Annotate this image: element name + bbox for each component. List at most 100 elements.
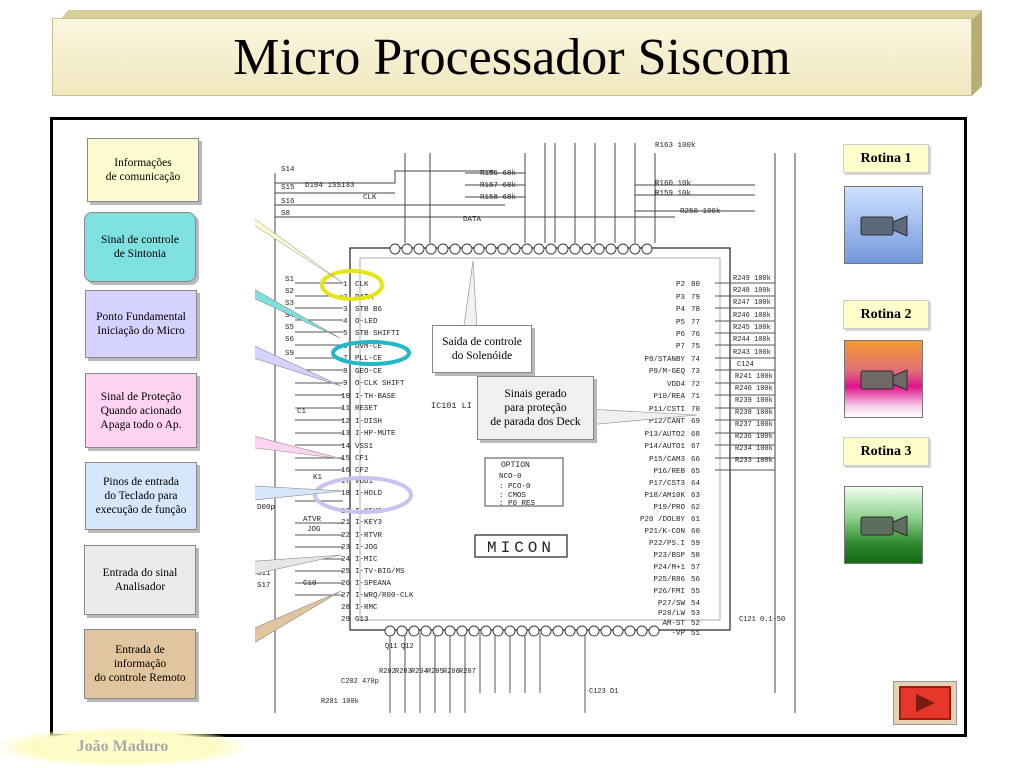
ic-label: IC101 LI bbox=[431, 401, 472, 411]
schematic-left-pin-6: 6 bbox=[343, 343, 348, 351]
schematic-bottom-label: R205 bbox=[427, 668, 444, 676]
schematic-left-pin-5: 5 bbox=[343, 330, 348, 338]
schematic-left-pin-26: 26 bbox=[341, 580, 351, 588]
option-line: NCO-0 bbox=[499, 473, 522, 481]
schematic-left-pin-10: 10 bbox=[341, 393, 351, 401]
schematic-right-pin-16: 65 bbox=[691, 468, 701, 476]
title-banner-side-edge bbox=[972, 10, 982, 96]
schematic-left-pin-25: 25 bbox=[341, 568, 351, 576]
schematic-resistor-label: R248 100k bbox=[733, 287, 771, 295]
schematic-side-label: D00p bbox=[257, 504, 275, 512]
schematic-bottom-label: R204 bbox=[411, 668, 428, 676]
schematic-right-pin-name-18: P18/AM10K bbox=[644, 492, 685, 500]
rotina-1-label: Rotina 1 bbox=[843, 144, 929, 173]
option-line: : P0 RES bbox=[499, 500, 536, 508]
schematic-left-pin-name-27: I-WRQ/R00-CLK bbox=[355, 592, 414, 600]
schematic-left-pin-name-1: CLK bbox=[355, 281, 369, 289]
schematic-resistor-label: R237 100k bbox=[735, 421, 773, 429]
schematic-left-pin-29: 29 bbox=[341, 616, 350, 624]
schematic-resistor-label: R245 100k bbox=[733, 324, 771, 332]
schematic-side-label: C1 bbox=[297, 408, 307, 416]
schematic-side-label: S11 bbox=[257, 570, 271, 578]
schematic-top-label: D104 1SS133 bbox=[305, 182, 355, 190]
schematic-side-label: S16 bbox=[281, 198, 295, 206]
title-banner-face: Micro Processador Siscom bbox=[52, 18, 972, 96]
schematic-left-pin-21: 21 bbox=[341, 519, 351, 527]
schematic-left-pin-name-14: VSS1 bbox=[355, 443, 374, 451]
callout-ponto-fundamental: Ponto Fundamental Iniciação do Micro bbox=[85, 290, 197, 358]
schematic-left-pin-name-8: GEO-CE bbox=[355, 368, 383, 376]
callout-text: Pinos de entrada do Teclado para execuçã… bbox=[95, 476, 187, 516]
schematic-top-label: R160 10k bbox=[655, 180, 692, 188]
schematic-right-pin-name-5: P6 bbox=[676, 331, 686, 339]
rotina-1-video-button[interactable] bbox=[844, 186, 923, 264]
leader-protecao bbox=[255, 436, 344, 460]
schematic-resistor-label: R234 100k bbox=[735, 445, 773, 453]
schematic-side-label: S5 bbox=[285, 324, 295, 332]
schematic-right-pin-name-12: P12/CANT bbox=[649, 418, 686, 426]
schematic-right-pin-name-23: P23/BSP bbox=[653, 552, 685, 560]
schematic-side-label: S8 bbox=[281, 210, 290, 218]
schematic-left-pin-7: 7 bbox=[343, 355, 348, 363]
rotina-2-video-button[interactable] bbox=[844, 340, 923, 418]
schematic-left-pin-28: 28 bbox=[341, 604, 350, 612]
callout-pinos-teclado: Pinos de entrada do Teclado para execuçã… bbox=[85, 462, 197, 530]
schematic-top-label: R157 68k bbox=[480, 182, 517, 190]
schematic-right-pin-8: 73 bbox=[691, 368, 701, 376]
schematic-right-pin-20: 61 bbox=[691, 516, 701, 524]
schematic-left-pin-name-24: I-MIC bbox=[355, 556, 378, 564]
schematic-left-pin-name-11: RESET bbox=[355, 405, 378, 413]
schematic-resistor-label: R239 100k bbox=[735, 397, 773, 405]
schematic-left-pin-name-12: I-DISH bbox=[355, 418, 382, 426]
schematic-left-pin-name-3: STB B6 bbox=[355, 306, 383, 314]
schematic-right-pin-24: 57 bbox=[691, 564, 700, 572]
rotina-2-label: Rotina 2 bbox=[843, 300, 929, 329]
schematic-bottom-label: C202 470p bbox=[341, 678, 379, 686]
schematic-left-pin-18: 18 bbox=[341, 490, 350, 498]
schematic-side-label: ATVR bbox=[303, 516, 322, 524]
schematic-resistor-label: R246 100k bbox=[733, 312, 771, 320]
schematic-right-pin-9: 72 bbox=[691, 381, 700, 389]
schematic-left-pin-24: 24 bbox=[341, 556, 351, 564]
schematic-left-pin-15: 15 bbox=[341, 455, 351, 463]
callout-protecao: Sinal de Proteção Quando acionado Apaga … bbox=[85, 373, 197, 448]
schematic-left-pin-17: 17 bbox=[341, 478, 350, 486]
callout-informacoes: Informações de comunicação bbox=[87, 138, 199, 202]
schematic-bottom-label: C123 D1 bbox=[589, 688, 618, 696]
schematic-top-label: R158 68k bbox=[480, 194, 517, 202]
schematic-right-pin-6: 75 bbox=[691, 343, 701, 351]
schematic-left-pin-name-25: I-TV-BIG/MS bbox=[355, 568, 405, 576]
schematic-left-pin-27: 27 bbox=[341, 592, 350, 600]
schematic-left-pin-name-29: G13 bbox=[355, 616, 369, 624]
author-name: João Maduro bbox=[0, 728, 245, 766]
option-line: : PCO-0 bbox=[499, 483, 531, 491]
rotina-3-video-button[interactable] bbox=[844, 486, 923, 564]
schematic-right-pin-name-20: P20 /DOLBY bbox=[640, 516, 686, 524]
schematic-resistor-label: R243 100k bbox=[733, 349, 771, 357]
schematic-right-pin-12: 69 bbox=[691, 418, 700, 426]
schematic-right-pin-21: 60 bbox=[691, 528, 701, 536]
schematic-right-pin-11: 70 bbox=[691, 406, 701, 414]
schematic-right-pin-name-25: P25/R86 bbox=[653, 576, 685, 584]
schematic-left-pin-name-5: STB SHIFTI bbox=[355, 330, 400, 338]
schematic-side-label: S15 bbox=[281, 184, 295, 192]
schematic-side-label: S9 bbox=[285, 350, 294, 358]
highlight-ellipse-clk-data bbox=[320, 269, 384, 301]
schematic-right-pin-10: 71 bbox=[691, 393, 701, 401]
next-slide-button[interactable] bbox=[893, 681, 957, 725]
schematic-left-pin-name-9: O-CLK SHIFT bbox=[355, 380, 405, 388]
schematic-resistor-label: R240 100k bbox=[735, 385, 773, 393]
video-camera-icon bbox=[860, 369, 908, 391]
micon-schematic: 1 CLK 2 DATA 3 STB B6 4 O-LED 5 STB SHIF… bbox=[255, 142, 796, 713]
schematic-side-label: K1 bbox=[313, 474, 323, 482]
callout-text: Entrada do sinal Analisador bbox=[102, 567, 178, 593]
schematic-right-pin-name-3: P4 bbox=[676, 306, 686, 314]
schematic-resistor-label: R244 100k bbox=[733, 336, 771, 344]
schematic-right-pin-name-4: P5 bbox=[676, 319, 686, 327]
option-box bbox=[484, 457, 564, 507]
leader-sintonia bbox=[255, 289, 341, 339]
leader-analisador bbox=[255, 554, 342, 575]
schematic-left-pin-name-15: CF1 bbox=[355, 455, 369, 463]
schematic-right-pin-name-30: -VP bbox=[671, 630, 685, 638]
schematic-right-pin-19: 62 bbox=[691, 504, 700, 512]
